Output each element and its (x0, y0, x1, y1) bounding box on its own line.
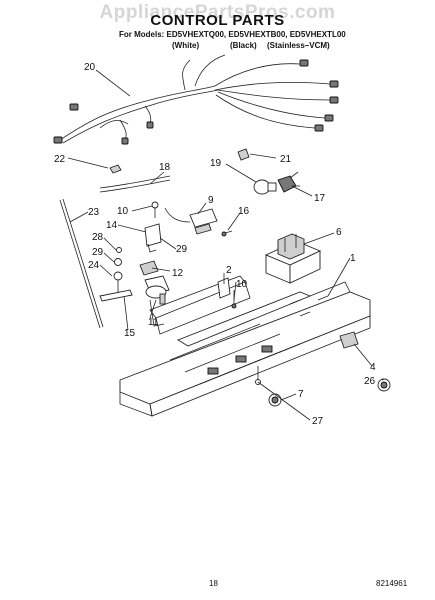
watermark: AppliancePartsPros.com (99, 2, 336, 23)
callout-23: 23 (88, 207, 100, 218)
page-number: 18 (209, 579, 218, 588)
callout-10-lower: 10 (236, 279, 248, 290)
callout-15: 15 (124, 328, 136, 339)
callout-21: 21 (280, 154, 292, 165)
wire-harness-drawing (53, 54, 339, 145)
callout-26: 26 (364, 376, 376, 387)
tubing-drawing (99, 175, 171, 193)
variant-black: (Black) (230, 41, 257, 50)
bracket-drawing (217, 277, 237, 309)
callout-20: 20 (84, 62, 96, 73)
document-number: 8214961 (376, 579, 408, 588)
callout-19: 19 (210, 158, 222, 169)
lamp-socket-drawing (237, 148, 300, 195)
callout-28: 28 (92, 232, 104, 243)
callout-11: 11 (148, 317, 159, 328)
callout-29-right: 29 (176, 244, 188, 255)
clip-drawing (109, 164, 122, 174)
callout-14: 14 (106, 220, 118, 231)
callout-27: 27 (312, 416, 324, 427)
callout-2: 2 (226, 265, 232, 276)
callout-24: 24 (88, 260, 100, 271)
variant-stainless: (Stainless–VCM) (267, 41, 330, 50)
callout-1: 1 (350, 253, 356, 264)
small-parts-drawing (255, 331, 391, 407)
page-title: CONTROL PARTS (150, 12, 285, 29)
variant-white: (White) (172, 41, 200, 50)
models-line: For Models: ED5VHEXTQ00, ED5VHEXTB00, ED… (119, 30, 346, 39)
callout-17: 17 (314, 193, 326, 204)
control-housing-drawing (119, 275, 371, 417)
transformer-drawing (264, 233, 322, 284)
callout-12: 12 (172, 268, 184, 279)
callout-22: 22 (54, 154, 66, 165)
callout-6: 6 (336, 227, 342, 238)
switch-drawing (144, 201, 233, 253)
callout-7: 7 (298, 389, 304, 400)
leader-lines (67, 69, 385, 421)
callout-4: 4 (370, 362, 376, 373)
callout-18: 18 (159, 162, 171, 173)
actuator-drawing (99, 247, 170, 327)
callout-16: 16 (238, 206, 250, 217)
callout-9: 9 (208, 195, 214, 206)
callout-10-upper: 10 (117, 206, 129, 217)
callout-labels: 20 18 22 21 19 17 9 10 14 16 23 6 28 29 … (54, 62, 376, 427)
rod-drawing (59, 198, 104, 329)
callout-29-left: 29 (92, 247, 104, 258)
